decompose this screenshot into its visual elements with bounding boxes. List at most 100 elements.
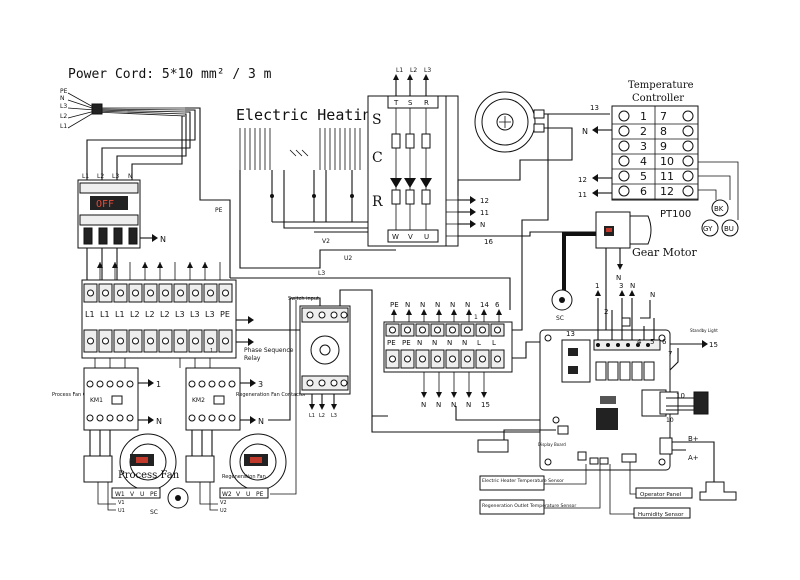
arrow-label: N — [156, 417, 162, 426]
fan-term: U — [246, 491, 250, 498]
controller-title: Temperature — [628, 80, 694, 91]
pcb-label: 1 — [595, 282, 599, 290]
tb2-top-label: 14 — [480, 301, 489, 309]
relay-phase: L2 — [319, 413, 325, 419]
controller-term-left: 1 — [640, 110, 647, 123]
sensor-wire: GY — [703, 225, 713, 233]
scr-side-label: 11 — [480, 209, 489, 217]
arrow-label: N — [160, 235, 166, 244]
fan-term: W2 — [222, 491, 232, 498]
scr-letter: C — [372, 150, 383, 166]
lead-label: 1 — [210, 348, 213, 354]
regen-fan-contactor: KM2 3 Regeneration Fan Contactor N — [185, 367, 307, 456]
controller-term-right: 8 — [660, 125, 667, 138]
process-fan-contactor: Process Fan Contactor KM1 1 N — [52, 367, 162, 456]
wiring-routes — [236, 297, 540, 433]
contactor-km2: KM2 — [192, 397, 205, 404]
terminal-label: L3 — [190, 310, 200, 319]
terminal-label: PE — [402, 339, 411, 347]
contactor-km1: KM1 — [90, 397, 103, 404]
cord-lead-label: PE — [60, 88, 68, 95]
breaker-term-label: L3 — [112, 173, 119, 180]
gear-motor-label: Gear Motor — [632, 246, 698, 259]
terminal-label: L2 — [160, 310, 170, 319]
controller-title: Controller — [632, 93, 684, 104]
cord-lead-label: L3 — [60, 103, 67, 110]
lead-label: U1 — [118, 508, 125, 514]
pcb-label: N — [650, 291, 655, 299]
sensor-wire: BU — [724, 225, 734, 233]
terminal-label: N — [432, 339, 437, 347]
sensor-label: Humidity Sensor — [638, 512, 684, 518]
pcb-label: N — [630, 282, 635, 290]
tb2-top-label: 6 — [495, 301, 500, 309]
regen-fan: Regeneration Fan W2 V U PE V2 U2 — [185, 300, 297, 514]
terminal-label: N — [447, 339, 452, 347]
controller-term-right: 12 — [660, 185, 674, 198]
pt100-label: PT100 — [660, 209, 691, 220]
sc-label: SC — [556, 315, 564, 322]
breaker-term-label: N — [128, 173, 133, 180]
lead-label: U2 — [344, 255, 352, 262]
tb2-top-label: PE — [390, 301, 399, 309]
dial-thermostat: 13 — [457, 91, 610, 196]
relay-label: Relay — [244, 355, 261, 362]
controller-term-left: 5 — [640, 170, 647, 183]
arrow-label: N — [582, 127, 588, 136]
relay-input-label: Switch input — [288, 296, 319, 302]
terminal-label: PE — [387, 339, 396, 347]
pcb-label: 7 — [668, 350, 672, 358]
phase-sequence-relay: Switch input Phase Sequence Relay L1 L2 … — [244, 289, 388, 419]
fan-term: V — [130, 491, 135, 498]
pcb-label: 6 — [662, 338, 667, 346]
relay-phase: L1 — [309, 413, 315, 419]
terminal-label: L3 — [205, 310, 215, 319]
power-cord: PE N L3 L2 L1 — [60, 88, 231, 278]
process-fan-label: Process Fan — [118, 470, 180, 481]
terminal-label: N — [417, 339, 422, 347]
sc-label: SC — [150, 509, 158, 516]
lead-label: L3 — [318, 270, 325, 277]
breaker-display-text: OFF — [96, 199, 114, 210]
pcb-label: 2 — [604, 308, 608, 316]
tb2-top-label: N — [405, 301, 410, 309]
tb2-top-label: N — [450, 301, 455, 309]
sensor-labels: Electric Heater Temperature Sensor Regen… — [477, 439, 693, 519]
electric-heating-label: Electric Heating — [236, 106, 381, 124]
regen-fan-label: Regeneration Fan — [222, 474, 266, 480]
pcb-label: 15 — [709, 341, 718, 349]
pcb-label: 3 — [619, 282, 623, 290]
scr-terminal: W — [392, 233, 399, 241]
terminal-label: L1 — [100, 310, 110, 319]
pcb-label: 13 — [566, 330, 575, 338]
control-pcb: 13 10 10 B+ A+ Display Board — [503, 329, 737, 501]
scr-side-label: 12 — [480, 197, 489, 205]
power-cord-label: Power Cord: 5*10 mm² / 3 m — [68, 67, 272, 82]
controller-term-right: 9 — [660, 140, 667, 153]
pcb-label: Display Board — [538, 442, 566, 447]
fan-term: W1 — [115, 491, 125, 498]
scr-letter: R — [372, 194, 383, 210]
terminal-label: L3 — [175, 310, 185, 319]
pe-label: PE — [215, 207, 223, 214]
pcb-label: 10 — [676, 392, 685, 400]
arrow-label: N — [258, 417, 264, 426]
terminal-label: N — [462, 339, 467, 347]
sensor-label: Electric Heater Temperature Sensor — [482, 478, 564, 484]
lead-label: U2 — [220, 508, 227, 514]
pcb-label: 4 — [637, 338, 642, 346]
controller-term-left: 6 — [640, 185, 647, 198]
contactor-label: Regeneration Fan Contactor — [236, 392, 307, 398]
scr-letter: S — [372, 112, 382, 128]
scr-terminal: T — [393, 99, 399, 107]
main-breaker: L1 L2 L3 N OFF N — [77, 173, 166, 280]
controller-term-right: 7 — [660, 110, 667, 123]
cord-lead-label: L2 — [60, 113, 67, 120]
sensor-label: Regeneration Outlet Temperature Sensor — [482, 503, 576, 509]
terminal-label: L2 — [145, 310, 155, 319]
electric-heating: Electric Heating V2 U2 L3 PE — [215, 106, 511, 310]
cord-clamp — [91, 103, 103, 115]
rs485-label: A+ — [688, 454, 699, 462]
